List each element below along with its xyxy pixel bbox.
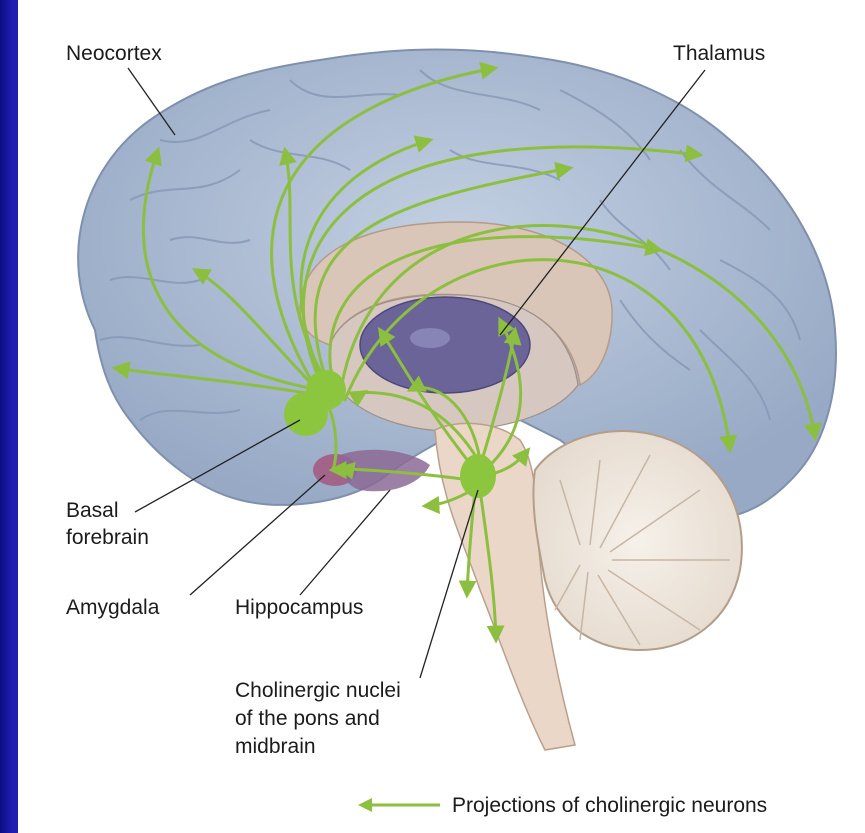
label-basal-forebrain-1: Basal [66,497,119,524]
legend-arrow [358,798,440,812]
label-cholinergic-2: of the pons and [235,705,380,732]
label-hippocampus: Hippocampus [235,594,363,621]
label-thalamus: Thalamus [673,40,765,67]
label-basal-forebrain-2: forebrain [66,524,149,551]
thalamus-highlight [410,328,450,348]
basal-forebrain-nucleus-lower [284,392,328,436]
label-amygdala: Amygdala [66,594,159,621]
legend-text: Projections of cholinergic neurons [452,792,767,819]
label-neocortex: Neocortex [66,40,162,67]
label-cholinergic-1: Cholinergic nuclei [235,677,401,704]
label-cholinergic-3: midbrain [235,733,316,760]
